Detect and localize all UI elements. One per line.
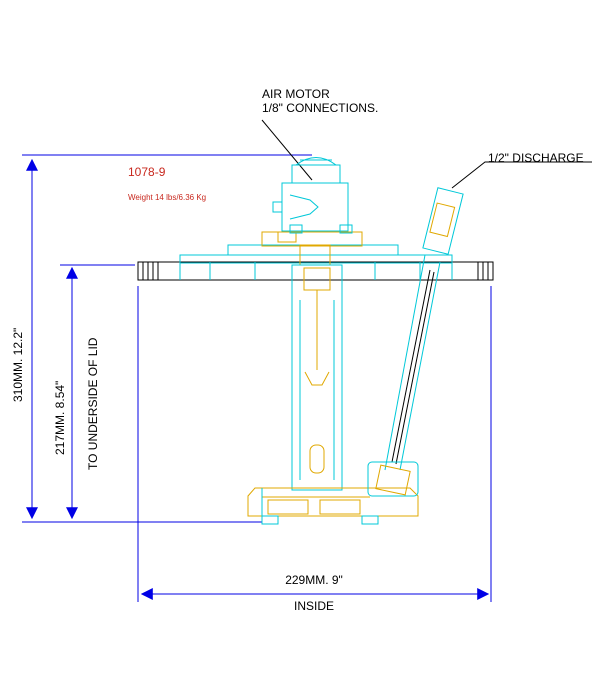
width-note: INSIDE: [294, 599, 334, 613]
model-number: 1078-9: [128, 165, 166, 179]
leader-lines: [261, 119, 592, 189]
dimension-lines: [22, 154, 492, 602]
discharge-label: 1/2" DISCHARGE: [488, 151, 584, 165]
lid-height-label: 217MM. 8.54": [53, 381, 67, 455]
weight-note: Weight 14 lbs/6.36 Kg: [128, 193, 206, 202]
annotations: AIR MOTOR 1/8" CONNECTIONS. 1/2" DISCHAR…: [11, 87, 584, 613]
width-label: 229MM. 9": [285, 573, 343, 587]
air-motor-connections: 1/8" CONNECTIONS.: [262, 101, 378, 115]
air-motor-leader: [261, 119, 313, 181]
overall-height-label: 310MM. 12.2": [11, 328, 25, 402]
air-motor-label: AIR MOTOR: [262, 87, 330, 101]
pump-column: [291, 264, 343, 491]
lid: [137, 261, 494, 281]
mounting-plate: [179, 231, 453, 266]
discharge-leader: [451, 161, 592, 189]
lid-flange: [137, 261, 494, 281]
pump-base: [247, 487, 419, 525]
discharge-tube: [367, 187, 464, 497]
lid-height-note: TO UNDERSIDE OF LID: [86, 337, 100, 470]
air-motor: [272, 157, 353, 234]
